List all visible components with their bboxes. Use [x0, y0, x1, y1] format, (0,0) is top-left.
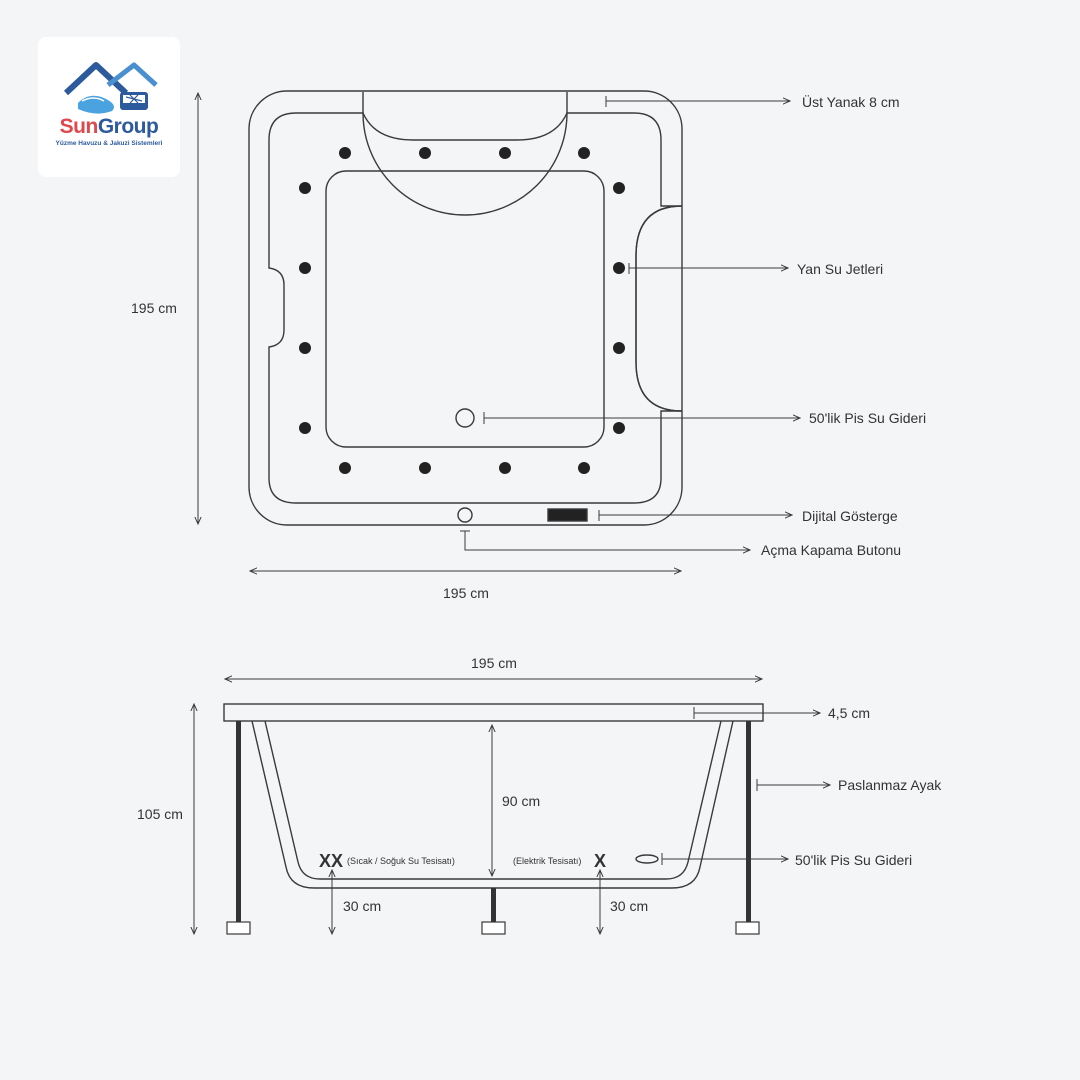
water-jet [419, 147, 431, 159]
leg-label: Paslanmaz Ayak [838, 777, 942, 793]
leg-foot [481, 921, 506, 935]
label-pis-su-top: 50'lik Pis Su Gideri [809, 410, 926, 426]
depth-label: 90 cm [502, 793, 540, 809]
electric-connection-note: (Elektrik Tesisatı) [513, 856, 581, 866]
electric-connection-mark: X [594, 851, 606, 871]
water-jet [578, 462, 590, 474]
water-jets [299, 147, 625, 474]
water-jet [299, 422, 311, 434]
water-connection-note: (Sıcak / Soğuk Su Tesisatı) [347, 856, 455, 866]
house-pool-logo-icon [63, 62, 158, 114]
water-jet [613, 182, 625, 194]
label-yan-jet: Yan Su Jetleri [797, 261, 883, 277]
logo-tagline: Yüzme Havuzu & Jakuzi Sistemleri [55, 140, 163, 147]
water-jet [613, 422, 625, 434]
leg [746, 721, 751, 922]
tub-outer-shell [248, 90, 683, 526]
top-height-label: 195 cm [131, 300, 177, 316]
water-jet [299, 342, 311, 354]
stainless-legs [226, 721, 760, 935]
side-view [223, 703, 764, 889]
water-jet [499, 147, 511, 159]
sungroup-logo: SunGroup Yüzme Havuzu & Jakuzi Sistemler… [38, 37, 180, 177]
water-jet [419, 462, 431, 474]
digital-display [547, 508, 588, 522]
leg-foot [226, 921, 251, 935]
water-jet [499, 462, 511, 474]
tub-rim [223, 703, 764, 722]
tub-basin-inner [264, 720, 722, 880]
rim-label: 4,5 cm [828, 705, 870, 721]
power-button-icon [457, 507, 473, 523]
logo-word-group: Group [97, 115, 159, 138]
label-ust-yanak: Üst Yanak 8 cm [802, 93, 900, 110]
water-jet [299, 182, 311, 194]
water-jet [613, 262, 625, 274]
callout-line-buton [464, 531, 750, 550]
top-width-label: 195 cm [443, 585, 489, 601]
water-jet [339, 147, 351, 159]
label-buton: Açma Kapama Butonu [761, 542, 901, 558]
water-height-label: 30 cm [343, 898, 381, 914]
leg [236, 721, 241, 922]
water-jet [578, 147, 590, 159]
top-headrest [362, 92, 568, 141]
leg-foot [735, 921, 760, 935]
water-jet [613, 342, 625, 354]
water-jet [339, 462, 351, 474]
electric-height-label: 30 cm [610, 898, 648, 914]
side-height-label: 105 cm [137, 806, 183, 822]
logo-word-sun: Sun [59, 115, 99, 138]
side-seat [635, 205, 683, 412]
leg [491, 888, 496, 922]
tub-floor [325, 170, 605, 448]
floor-drain [455, 408, 475, 428]
logo-wordmark: SunGroup [38, 115, 180, 139]
label-pis-su-side: 50'lik Pis Su Gideri [795, 852, 912, 868]
water-jet [299, 262, 311, 274]
side-drain-icon [635, 854, 659, 864]
top-view [248, 90, 683, 526]
water-connection-mark: XX [319, 851, 343, 871]
label-dijital: Dijital Gösterge [802, 508, 898, 524]
side-width-label: 195 cm [471, 655, 517, 671]
